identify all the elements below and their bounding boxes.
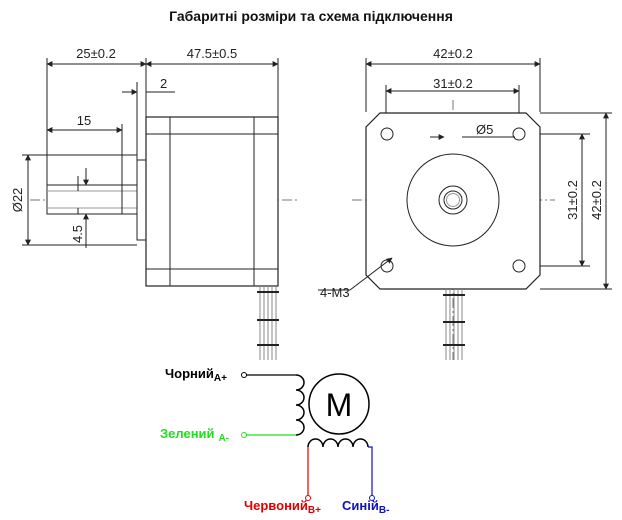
dim-shaft-flat: 15 [77, 113, 91, 128]
dim-front-height: 42±0.2 [589, 180, 604, 220]
dim-shaft-circle: Ø5 [476, 122, 493, 137]
dim-flange: 2 [160, 76, 167, 91]
dim-flat-depth: 4.5 [70, 225, 85, 243]
front-view [352, 58, 612, 360]
dim-shaft-dia: Ø22 [10, 188, 25, 213]
motor-symbol: M [326, 387, 353, 423]
dim-holes: 4-M3 [320, 285, 350, 300]
side-view [22, 58, 300, 360]
terminal-a-minus [241, 432, 247, 438]
label-blue: СинійB- [342, 498, 389, 516]
dim-shaft-length: 25±0.2 [76, 46, 116, 61]
dim-hole-spacing-v: 31±0.2 [565, 180, 580, 220]
terminal-a-plus [241, 372, 247, 378]
wiring-diagram [244, 373, 373, 498]
page-title: Габаритні розміри та схема підключення [169, 8, 453, 24]
terminal-b-minus [369, 495, 375, 501]
terminal-b-plus [305, 495, 311, 501]
label-red: ЧервонийB+ [244, 498, 321, 516]
dim-body-length: 47.5±0.5 [187, 46, 238, 61]
label-black: ЧорнийA+ [165, 366, 227, 384]
dim-hole-spacing-h: 31±0.2 [433, 76, 473, 91]
dim-front-width: 42±0.2 [433, 46, 473, 61]
